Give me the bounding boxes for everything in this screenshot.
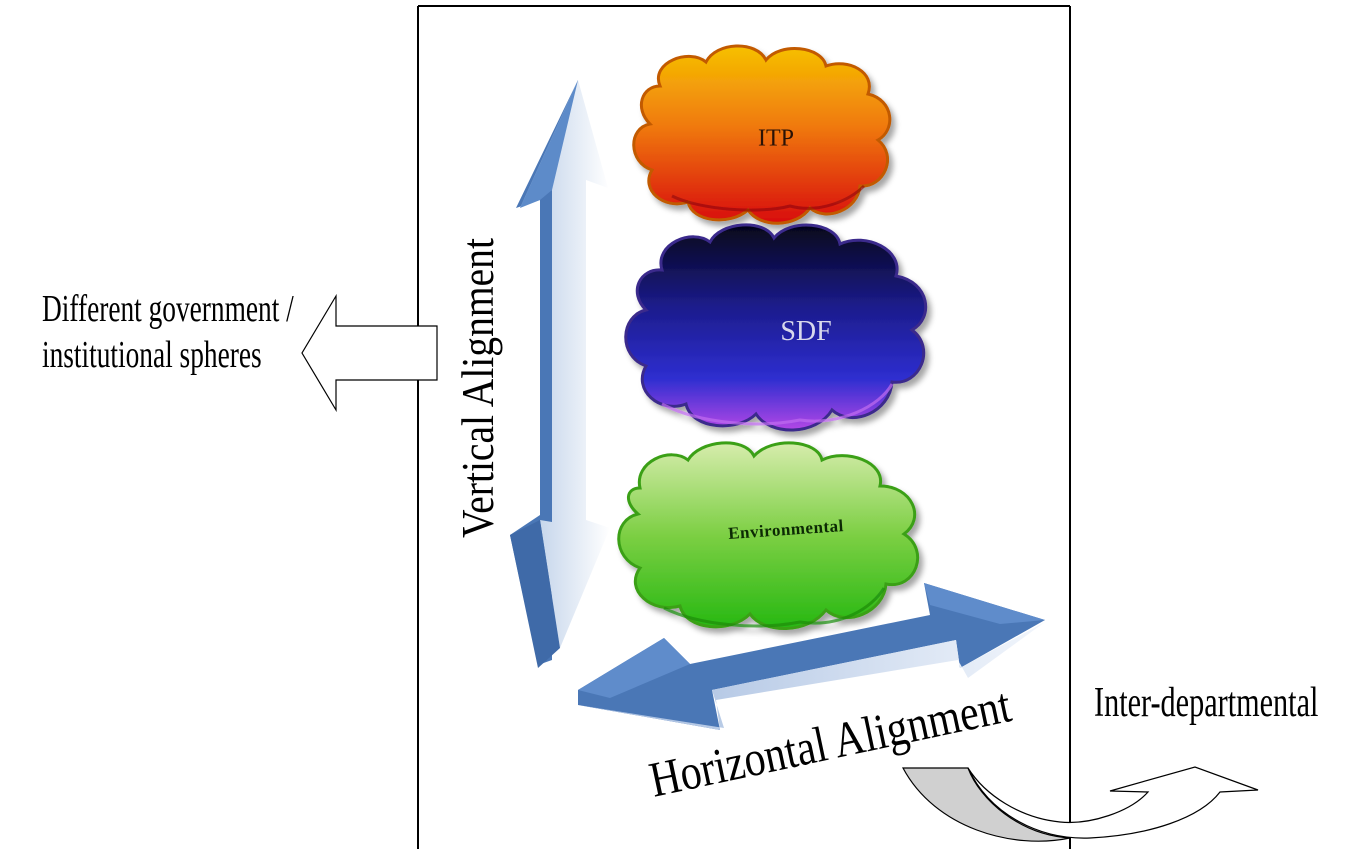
cloud-sdf <box>624 223 928 432</box>
content-frame <box>417 5 1071 849</box>
cloud-itp-label: ITP <box>758 125 794 152</box>
horizontal-double-arrow <box>578 583 1045 730</box>
cloud-sdf-label: SDF <box>780 316 832 347</box>
cloud-environmental <box>617 441 920 630</box>
curved-arrow <box>901 766 1259 842</box>
vertical-double-arrow <box>510 80 610 668</box>
inter-departmental-annotation: Inter-departmental <box>1094 680 1319 726</box>
vertical-alignment-label: Vertical Alignment <box>452 238 503 538</box>
spheres-annotation: Different government / institutional sph… <box>41 286 294 378</box>
left-outline-arrow <box>301 293 438 413</box>
spheres-annotation-line-2: institutional spheres <box>41 334 262 376</box>
cloud-itp <box>632 44 892 225</box>
spheres-annotation-line-1: Different government / <box>41 288 294 330</box>
